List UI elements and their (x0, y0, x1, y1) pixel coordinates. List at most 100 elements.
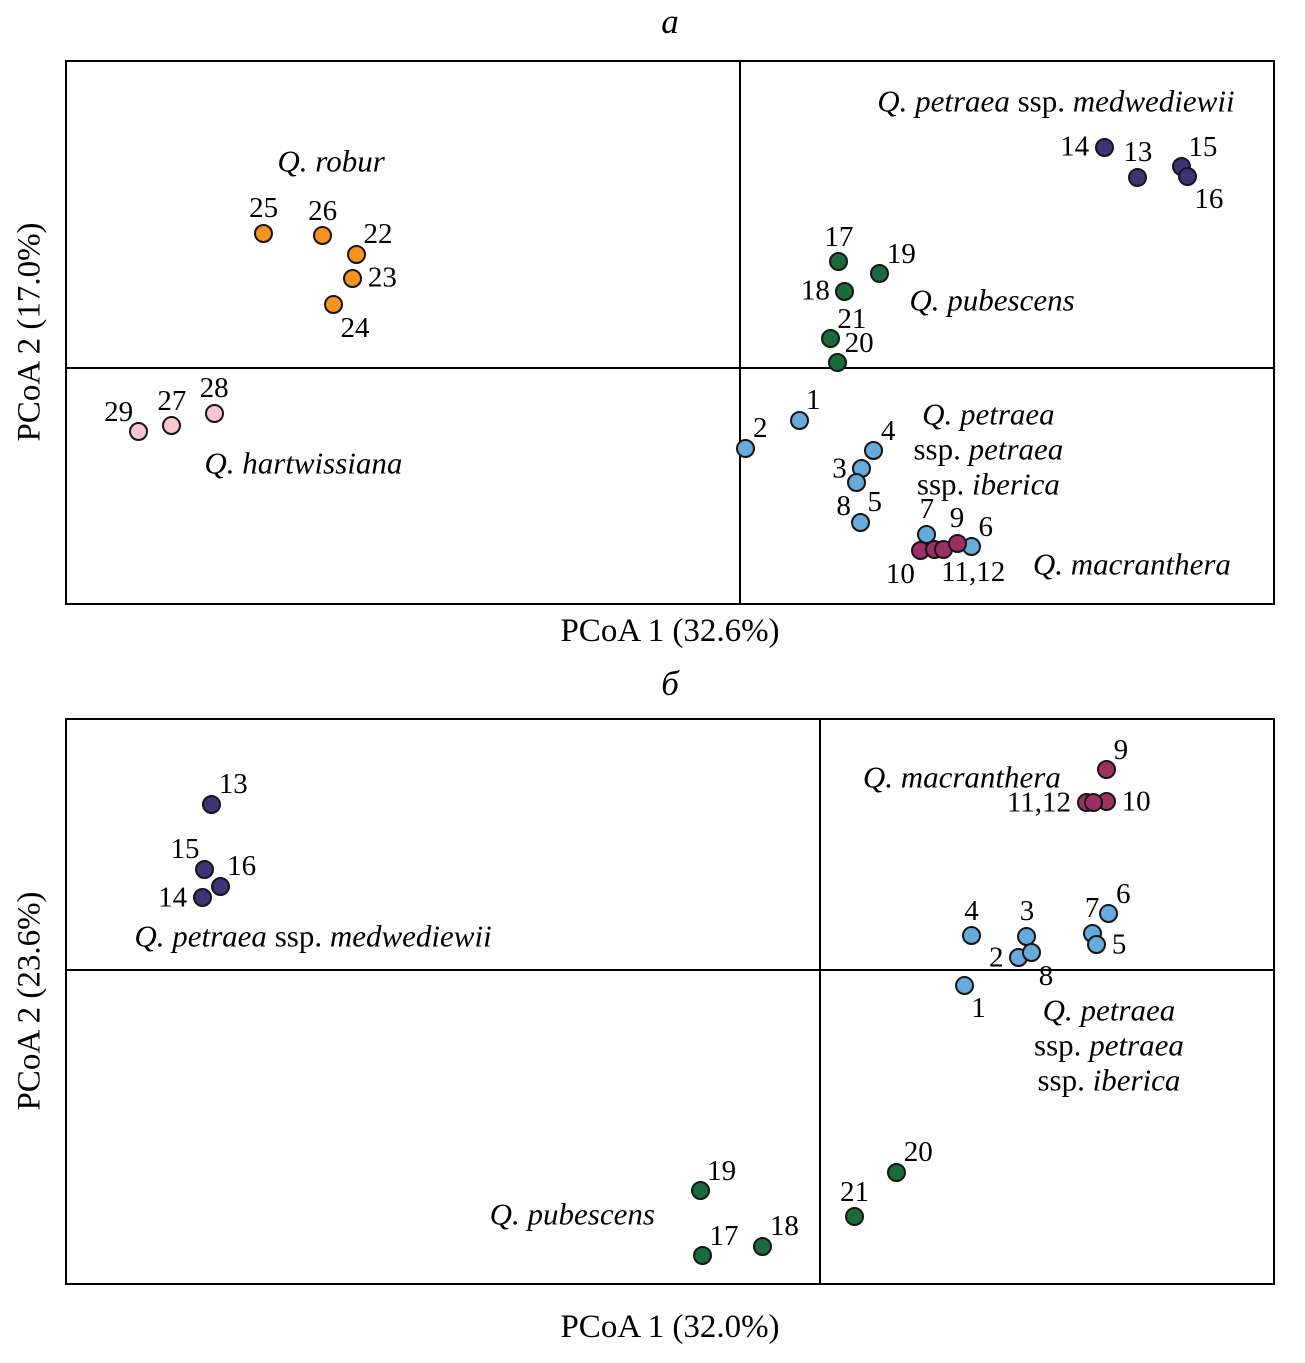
point-label: 17 (824, 220, 854, 253)
point-label: 5 (867, 486, 883, 519)
point-label: 19 (707, 1154, 737, 1187)
point-label: 9 (949, 502, 965, 535)
point-label: 1 (971, 992, 986, 1025)
point-marker (1128, 167, 1148, 187)
point-label: 20 (903, 1136, 933, 1169)
panel-a-title: а (661, 2, 679, 41)
point-marker (820, 329, 840, 349)
point-marker (162, 416, 182, 436)
point-marker (864, 441, 884, 461)
point-marker (204, 403, 224, 423)
point-marker (1087, 935, 1107, 955)
point-label: 24 (340, 311, 370, 344)
point-label: 10 (1121, 785, 1151, 818)
point-label: 13 (218, 768, 248, 801)
point-label: 14 (158, 881, 188, 914)
point-marker (1094, 137, 1114, 157)
point-label: 3 (832, 452, 847, 485)
point-label: 7 (919, 493, 935, 526)
point-label: 16 (227, 850, 257, 883)
panel-a-y-axis-label: PCoA 2 (17.0%) (11, 222, 48, 442)
point-label: 3 (1019, 895, 1035, 928)
point-marker (693, 1246, 713, 1266)
origin-vertical-line (818, 720, 821, 1283)
group-annotation: Q. hartwissiana (204, 445, 403, 481)
point-label: 17 (709, 1219, 739, 1252)
point-label: 22 (363, 218, 393, 251)
point-label: 19 (886, 237, 916, 270)
point-marker (128, 422, 148, 441)
point-marker (194, 859, 214, 879)
point-label: 29 (104, 395, 134, 428)
point-label: 14 (1060, 130, 1090, 163)
point-label: 27 (157, 384, 187, 417)
point-marker (1099, 904, 1119, 924)
point-marker (1022, 943, 1042, 963)
point-label: 26 (308, 194, 338, 227)
origin-horizontal-line (67, 968, 1273, 971)
point-marker (254, 223, 274, 243)
point-marker (847, 473, 867, 493)
point-label: 28 (199, 372, 229, 405)
point-label: 13 (1123, 136, 1153, 169)
point-label: 1 (806, 384, 821, 417)
point-marker (202, 794, 222, 814)
point-label: 15 (170, 833, 200, 866)
point-marker (753, 1236, 773, 1256)
point-label: 18 (800, 274, 830, 307)
point-marker (1097, 760, 1117, 780)
point-marker (736, 438, 756, 458)
panel-a-x-axis-label: PCoA 1 (32.6%) (560, 613, 780, 649)
point-label: 8 (836, 489, 851, 522)
point-label: 21 (840, 1175, 870, 1208)
point-label: 25 (249, 192, 279, 225)
point-label: 23 (367, 261, 397, 294)
group-annotation: Q. petraea ssp. medwediewii (877, 83, 1235, 119)
point-label: 2 (752, 412, 768, 445)
point-marker (690, 1181, 710, 1201)
point-marker (346, 244, 366, 264)
point-label: 4 (964, 894, 979, 927)
origin-horizontal-line (67, 366, 1273, 369)
point-marker (954, 975, 974, 995)
point-label: 20 (844, 326, 874, 359)
point-marker (845, 1207, 865, 1227)
point-label: 11,12 (1006, 786, 1072, 819)
point-label: 4 (880, 414, 896, 447)
point-label: 5 (1111, 928, 1127, 961)
point-label: 6 (1115, 877, 1131, 910)
point-marker (789, 410, 809, 430)
point-label: 7 (1084, 892, 1100, 925)
point-marker (1083, 792, 1103, 812)
group-annotation: Q. pubescens (489, 1196, 655, 1232)
point-marker (835, 281, 855, 301)
point-label: 18 (769, 1210, 799, 1243)
origin-vertical-line (738, 62, 741, 603)
point-label: 11,12 (941, 556, 1006, 589)
point-marker (887, 1162, 907, 1182)
group-annotation: Q. macranthera (862, 759, 1061, 795)
point-label: 8 (1038, 959, 1054, 992)
point-label: 21 (837, 302, 867, 335)
point-marker (829, 252, 849, 272)
point-marker (870, 264, 890, 284)
point-marker (210, 876, 230, 896)
panel-b-title: б (661, 664, 679, 703)
point-label: 16 (1194, 183, 1224, 216)
point-label: 2 (989, 940, 1004, 973)
point-marker (192, 888, 212, 908)
panel-b-x-axis-label: PCoA 1 (32.0%) (560, 1309, 780, 1345)
point-marker (324, 295, 344, 315)
point-marker (828, 353, 848, 373)
panel-b-y-axis-label: PCoA 2 (23.6%) (11, 891, 48, 1111)
point-label: 15 (1188, 130, 1218, 163)
point-label: 6 (978, 510, 994, 543)
group-annotation: Q. petraea ssp. medwediewii (134, 918, 492, 954)
group-annotation: Q. pubescens (909, 282, 1075, 318)
point-label: 9 (1113, 733, 1129, 766)
